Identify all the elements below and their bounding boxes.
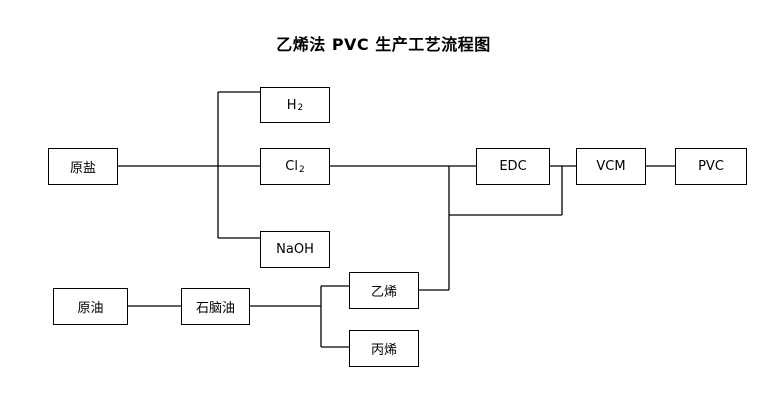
node-pvc-label: PVC (698, 159, 724, 174)
node-yixi: 乙烯 (349, 272, 419, 309)
node-shinaoyou: 石脑油 (181, 288, 250, 325)
node-yixi-label: 乙烯 (370, 285, 397, 300)
node-pvc: PVC (675, 148, 747, 185)
node-edc-label: EDC (499, 159, 527, 174)
node-h2-label: H (286, 97, 297, 113)
node-yuanyou: 原油 (53, 288, 128, 325)
node-cl2-label: Cl (285, 159, 298, 174)
node-vcm: VCM (576, 148, 646, 185)
node-vcm-label: VCM (596, 159, 626, 174)
node-edc: EDC (476, 148, 550, 185)
diagram-title: 乙烯法 PVC 生产工艺流程图 (276, 35, 491, 54)
node-yuanyan-label: 原盐 (69, 161, 96, 176)
node-h2-subscript: 2 (297, 103, 304, 113)
node-naoh-label: NaOH (276, 242, 314, 257)
node-yuanyan: 原盐 (48, 148, 118, 185)
node-naoh: NaOH (260, 231, 330, 268)
node-yuanyou-label: 原油 (77, 301, 104, 316)
node-cl2-subscript: 2 (298, 164, 305, 175)
node-bingxi-label: 丙烯 (370, 343, 397, 358)
node-shinaoyou-label: 石脑油 (195, 301, 235, 316)
node-bingxi: 丙烯 (349, 330, 419, 367)
